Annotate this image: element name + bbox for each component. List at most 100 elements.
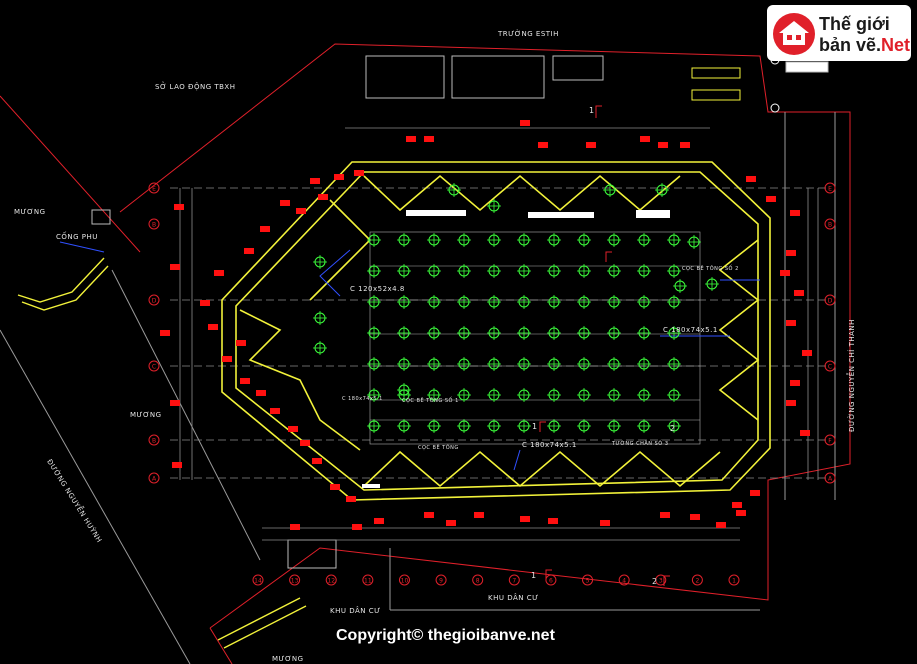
red-marker bbox=[746, 176, 756, 182]
pile bbox=[487, 295, 501, 309]
pile bbox=[427, 233, 441, 247]
red-marker bbox=[174, 204, 184, 210]
pile bbox=[397, 357, 411, 371]
pile bbox=[667, 326, 681, 340]
axis-bubble: 13 bbox=[289, 574, 301, 586]
pile bbox=[547, 388, 561, 402]
axis-bubble: 5 bbox=[582, 574, 594, 586]
red-marker bbox=[586, 142, 596, 148]
pile bbox=[427, 295, 441, 309]
logo-line-1: Thế giới bbox=[819, 14, 890, 34]
axis-bubble: 10 bbox=[398, 574, 410, 586]
axis-bubble: 2 bbox=[691, 574, 703, 586]
pile bbox=[607, 295, 621, 309]
pile bbox=[517, 295, 531, 309]
red-marker bbox=[240, 378, 250, 384]
red-marker bbox=[690, 514, 700, 520]
axis-label: 5 bbox=[586, 578, 590, 585]
pile bbox=[607, 326, 621, 340]
pile bbox=[687, 235, 701, 249]
red-marker bbox=[374, 518, 384, 524]
red-marker bbox=[280, 200, 290, 206]
red-marker bbox=[288, 426, 298, 432]
red-marker bbox=[802, 350, 812, 356]
pile bbox=[457, 357, 471, 371]
pile bbox=[457, 295, 471, 309]
pile bbox=[427, 419, 441, 433]
red-marker bbox=[660, 512, 670, 518]
pile bbox=[607, 233, 621, 247]
red-marker bbox=[214, 270, 224, 276]
pile bbox=[667, 233, 681, 247]
axis-bubble: 7 bbox=[508, 574, 520, 586]
pile bbox=[517, 419, 531, 433]
axis-label: 6 bbox=[549, 578, 553, 585]
red-marker bbox=[200, 300, 210, 306]
pile bbox=[397, 419, 411, 433]
pile bbox=[667, 357, 681, 371]
pile bbox=[637, 326, 651, 340]
pile bbox=[655, 183, 669, 197]
label-c180-small: C 180x74x5.1 bbox=[342, 396, 383, 402]
section-1-bottom: 1 bbox=[531, 571, 537, 580]
pile bbox=[577, 357, 591, 371]
red-marker bbox=[766, 196, 776, 202]
red-marker bbox=[520, 120, 530, 126]
red-marker bbox=[794, 290, 804, 296]
pile bbox=[637, 357, 651, 371]
cong-phu-leader bbox=[59, 241, 105, 253]
axis-bubble: 1 bbox=[728, 574, 740, 586]
pile bbox=[457, 388, 471, 402]
pile bbox=[577, 419, 591, 433]
pile bbox=[487, 357, 501, 371]
axis-label: D bbox=[152, 298, 157, 305]
red-marker bbox=[732, 502, 742, 508]
pile bbox=[397, 383, 411, 397]
red-marker bbox=[236, 340, 246, 346]
pile bbox=[603, 183, 617, 197]
axis-label: F bbox=[828, 438, 832, 445]
axis-label: C bbox=[828, 364, 832, 371]
pile bbox=[367, 357, 381, 371]
pile bbox=[547, 357, 561, 371]
axis-label: B bbox=[152, 222, 156, 229]
red-marker bbox=[290, 524, 300, 530]
axis-bubble: 12 bbox=[325, 574, 337, 586]
pile bbox=[667, 419, 681, 433]
pile bbox=[313, 341, 327, 355]
pile bbox=[607, 388, 621, 402]
pile bbox=[577, 326, 591, 340]
red-marker bbox=[334, 174, 344, 180]
axis-label: 8 bbox=[476, 578, 480, 585]
label-retaining-wall: TƯỜNG CHẮN SỐ 3 bbox=[612, 441, 669, 447]
label-residential-1: KHU DÂN CƯ bbox=[330, 607, 381, 615]
red-markers bbox=[160, 120, 812, 530]
axis-bubble: 11 bbox=[362, 574, 374, 586]
red-marker bbox=[790, 380, 800, 386]
pile bbox=[577, 264, 591, 278]
pile bbox=[397, 233, 411, 247]
pile bbox=[427, 326, 441, 340]
pile bbox=[705, 277, 719, 291]
label-pile-concrete: CỌC BÊ TÔNG bbox=[418, 445, 459, 451]
red-marker bbox=[474, 512, 484, 518]
pile bbox=[547, 295, 561, 309]
label-cong-phu: CỐNG PHU bbox=[56, 233, 98, 241]
red-marker bbox=[244, 248, 254, 254]
axis-label: D bbox=[828, 298, 833, 305]
pile bbox=[667, 264, 681, 278]
pile bbox=[607, 264, 621, 278]
red-marker bbox=[786, 400, 796, 406]
pile bbox=[517, 233, 531, 247]
pile bbox=[673, 279, 687, 293]
red-marker bbox=[310, 178, 320, 184]
house-icon bbox=[773, 13, 815, 55]
label-canal-bottom: MƯƠNG bbox=[272, 655, 304, 663]
pile bbox=[667, 295, 681, 309]
pile bbox=[367, 264, 381, 278]
road-edges bbox=[0, 112, 836, 664]
logo-line-2: bản vẽ.Net bbox=[819, 35, 911, 55]
